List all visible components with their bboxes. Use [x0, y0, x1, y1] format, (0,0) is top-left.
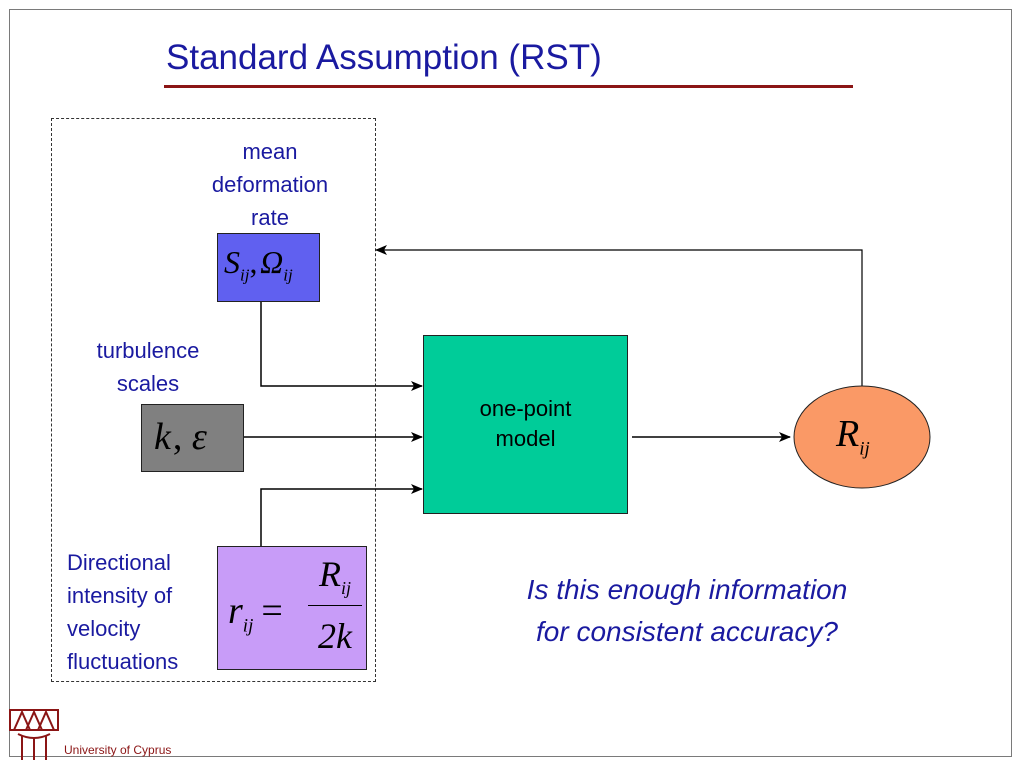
- arrow-feedback: [375, 245, 863, 386]
- label-line: fluctuations: [67, 649, 179, 674]
- strain-rotation-box: Sij, Ωij: [217, 233, 320, 302]
- equals-sign: =: [261, 590, 283, 632]
- label-line: deformation: [211, 172, 329, 197]
- label-line: mean: [242, 139, 298, 164]
- label-line: Directional: [67, 550, 171, 575]
- subscript-ij: ij: [240, 265, 250, 285]
- footer-institution: University of Cyprus: [64, 743, 172, 757]
- separator-comma: ,: [249, 244, 258, 280]
- output-label-Rij: Rij: [836, 412, 870, 461]
- university-logo: [9, 709, 59, 760]
- separator-comma: ,: [172, 416, 183, 458]
- arrow-strain-to-model: [260, 302, 423, 391]
- one-point-model-box: one-point model: [423, 335, 628, 514]
- question-line: for consistent accuracy?: [536, 616, 838, 647]
- arrow-rij-to-model: [260, 484, 423, 546]
- question-line: Is this enough information: [526, 574, 848, 605]
- r-ij-box: rij= Rij 2k: [217, 546, 367, 670]
- input-group-boundary: [51, 118, 376, 682]
- label-mean-deformation-rate: mean deformation rate: [185, 135, 355, 234]
- denominator-2k: 2k: [318, 616, 352, 656]
- label-line: rate: [251, 205, 289, 230]
- model-label-line: one-point: [479, 396, 572, 421]
- subscript-ij: ij: [283, 265, 293, 285]
- fraction-bar: [308, 605, 362, 606]
- symbol-R: R: [836, 413, 860, 455]
- symbol-epsilon: ε: [191, 416, 207, 458]
- slide-title: Standard Assumption (RST): [166, 38, 602, 77]
- model-label-line: model: [495, 426, 556, 451]
- label-line: turbulence: [96, 338, 200, 363]
- subscript-ij: ij: [242, 615, 254, 637]
- label-turbulence-scales: turbulence scales: [73, 334, 223, 400]
- label-line: intensity of: [67, 583, 173, 608]
- subscript-ij: ij: [859, 438, 870, 460]
- symbol-R: R: [318, 554, 341, 594]
- label-line: velocity: [67, 616, 141, 641]
- output-ellipse: [793, 385, 931, 489]
- k-epsilon-box: k, ε: [141, 404, 244, 472]
- subscript-ij: ij: [340, 578, 351, 599]
- slide-frame: [9, 9, 1012, 757]
- symbol-omega: Ω: [260, 244, 284, 280]
- symbol-S: S: [224, 244, 240, 280]
- label-directional-intensity: Directional intensity of velocity fluctu…: [67, 546, 217, 678]
- symbol-r: r: [228, 590, 243, 632]
- title-underline: [164, 85, 853, 88]
- label-line: scales: [116, 371, 180, 396]
- question-text: Is this enough information for consisten…: [462, 569, 912, 653]
- symbol-k: k: [154, 416, 171, 458]
